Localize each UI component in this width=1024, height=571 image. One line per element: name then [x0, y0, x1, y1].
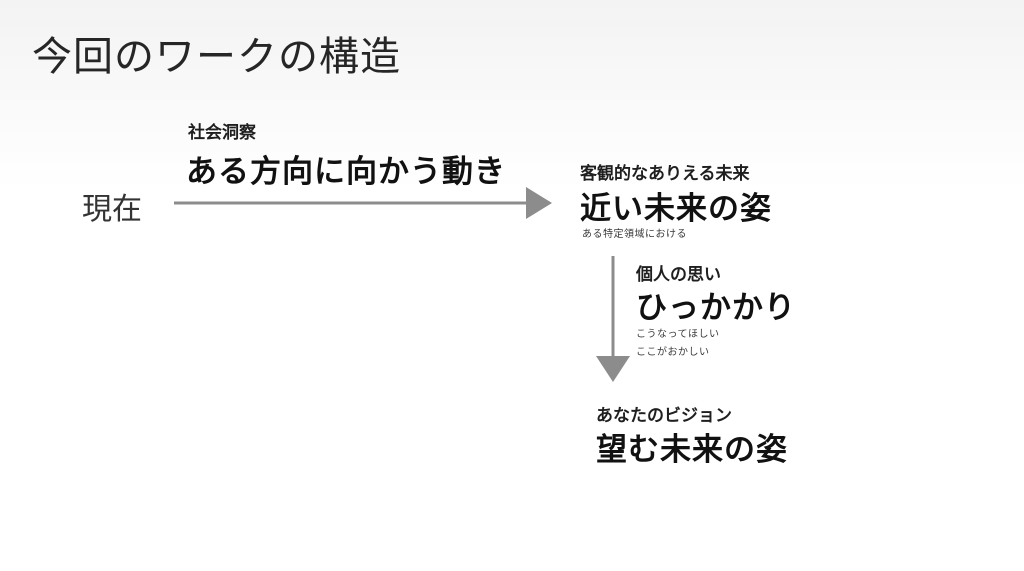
social-insight-label: ある方向に向かう動き	[186, 154, 506, 190]
near-future-note: ある特定領域における	[582, 229, 687, 240]
horizontal-arrow-head	[526, 187, 552, 219]
present-label: 現在	[82, 192, 142, 227]
horizontal-arrow	[174, 187, 552, 219]
vision-label: 望む未来の姿	[596, 432, 788, 468]
personal-thoughts-note: ここがおかしい	[636, 347, 710, 358]
vision-heading: あなたのビジョン	[596, 406, 732, 426]
personal-thoughts-note: こうなってほしい	[636, 329, 720, 340]
vertical-arrow	[596, 256, 630, 382]
vertical-arrow-head	[596, 356, 630, 382]
near-future-heading: 客観的なありえる未来	[580, 164, 750, 184]
social-insight-heading: 社会洞察	[188, 123, 256, 143]
slide-title: 今回のワークの構造	[32, 34, 401, 80]
personal-thoughts-heading: 個人の思い	[636, 265, 721, 285]
personal-thoughts-label: ひっかかり	[636, 290, 796, 326]
near-future-label: 近い未来の姿	[580, 191, 772, 227]
